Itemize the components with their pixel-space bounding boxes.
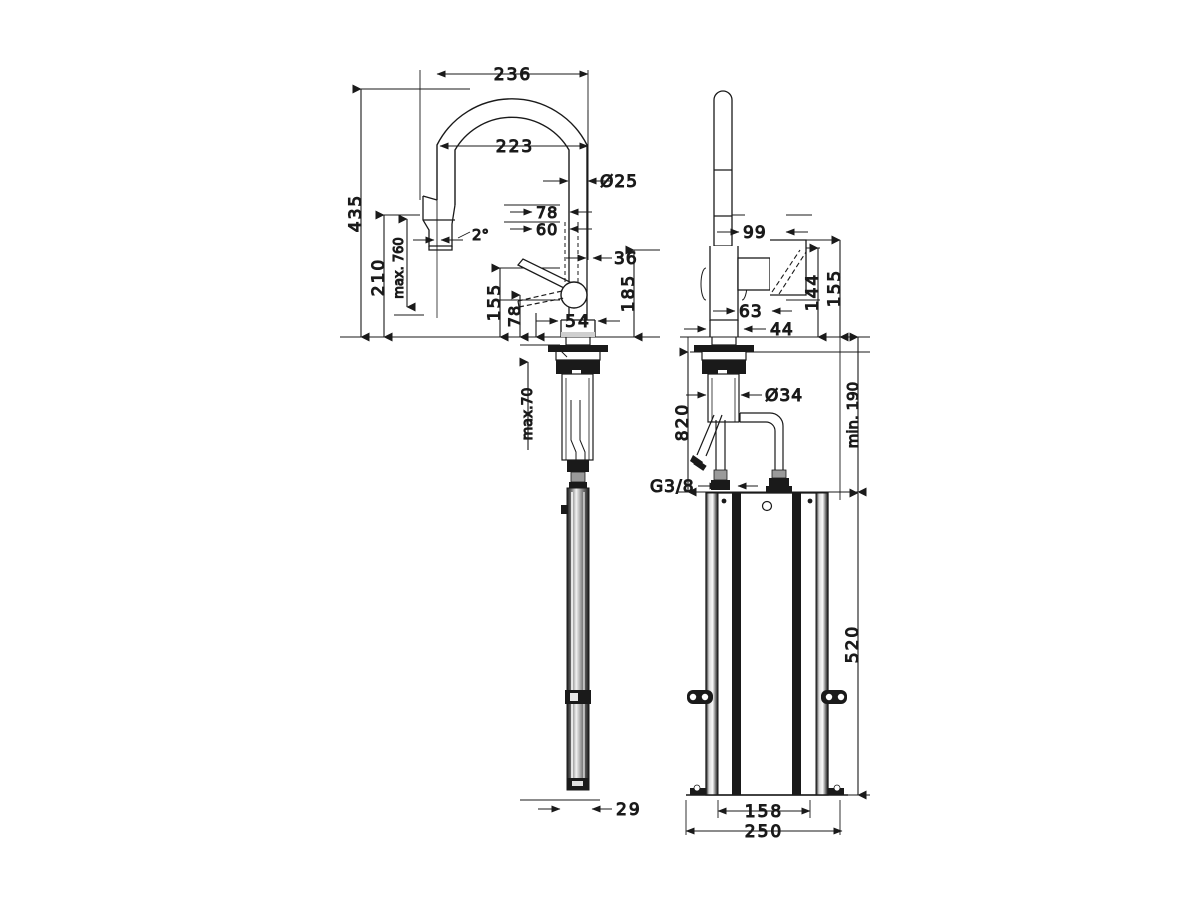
spout-column-side xyxy=(713,90,733,247)
dim-max-70: max.70 xyxy=(519,357,537,450)
dim-label-44: 44 xyxy=(770,320,794,340)
lever-swing-dashed xyxy=(771,249,801,293)
dim-label-2-degrees: 2° xyxy=(472,226,489,244)
dim-44: 44 xyxy=(684,319,794,341)
dim-diameter-34: Ø34 xyxy=(686,385,803,407)
enclosure-box xyxy=(686,492,848,796)
dim-label-155-left: 155 xyxy=(485,283,505,321)
dim-label-max-760: max. 760 xyxy=(392,237,407,298)
dim-label-144: 144 xyxy=(803,273,823,311)
dim-label-820: 820 xyxy=(673,403,693,441)
dim-78-lower: 78 xyxy=(504,290,529,342)
counter-flange-side xyxy=(694,337,754,423)
dim-label-99: 99 xyxy=(743,223,767,243)
dim-label-54: 54 xyxy=(565,312,591,332)
dim-label-g38: G3/8 xyxy=(650,477,695,497)
lever-pivot xyxy=(560,281,588,309)
hose-fittings xyxy=(711,469,792,493)
dim-label-29: 29 xyxy=(616,800,642,820)
dim-max-760: max. 760 xyxy=(391,214,424,316)
dim-label-diameter-25: Ø25 xyxy=(600,172,638,192)
dim-min-190: min. 190 xyxy=(843,332,867,497)
dim-54: 54 xyxy=(536,311,620,333)
right-view-side-elevation: 99 63 44 144 155 Ø34 xyxy=(649,90,870,843)
flexible-supply-hoses xyxy=(690,412,784,480)
spout-arc xyxy=(436,98,588,258)
dim-99: 99 xyxy=(717,222,808,244)
dim-label-155-right: 155 xyxy=(825,269,845,307)
dim-diameter-25: Ø25 xyxy=(543,171,638,193)
dim-2-degrees: 2° xyxy=(413,225,490,245)
lever-down-position xyxy=(517,290,563,302)
spray-head xyxy=(422,195,456,251)
enclosure-clamp-right xyxy=(821,690,847,704)
under-counter-shank xyxy=(548,337,608,488)
lever-side xyxy=(770,239,807,296)
dim-820: 820 xyxy=(672,347,697,497)
dim-label-520: 520 xyxy=(843,625,863,663)
dim-158: 158 xyxy=(717,801,811,823)
dim-155-right: 155 xyxy=(824,235,849,342)
dim-223: 223 xyxy=(439,136,589,158)
left-view-front-elevation: 236 223 435 210 max. 760 2° xyxy=(340,64,660,821)
dim-label-210: 210 xyxy=(369,258,389,296)
dim-63: 63 xyxy=(713,301,792,323)
dim-label-diameter-34: Ø34 xyxy=(765,386,803,406)
dim-label-158: 158 xyxy=(745,802,783,822)
dim-label-63: 63 xyxy=(739,302,763,322)
dim-60: 60 xyxy=(510,219,592,240)
dim-210: 210 xyxy=(368,210,393,342)
dim-250: 250 xyxy=(685,821,843,843)
dim-155-left: 155 xyxy=(484,263,509,342)
dim-label-78-upper: 78 xyxy=(536,203,558,222)
enclosure-base-feet xyxy=(686,784,848,796)
dim-520: 520 xyxy=(842,488,867,800)
dim-label-250: 250 xyxy=(745,822,783,842)
dim-label-78-lower: 78 xyxy=(505,305,524,327)
dim-label-435: 435 xyxy=(346,194,366,232)
dim-36: 36 xyxy=(566,248,637,270)
lever-hidden-edges xyxy=(564,222,579,283)
dim-label-236: 236 xyxy=(494,65,532,85)
lever-handle xyxy=(516,258,588,309)
dim-236: 236 xyxy=(436,64,589,86)
dim-435: 435 xyxy=(345,84,370,342)
dim-label-60: 60 xyxy=(536,220,558,239)
dim-185: 185 xyxy=(618,245,643,342)
enclosure-clamp-left xyxy=(687,690,713,704)
dim-g38: G3/8 xyxy=(649,476,758,498)
dim-144: 144 xyxy=(802,243,827,342)
dim-label-max-70: max.70 xyxy=(520,388,536,441)
dim-29: 29 xyxy=(538,799,642,821)
pull-out-hose-assembly xyxy=(561,487,591,791)
dim-label-min-190: min. 190 xyxy=(844,382,862,448)
dim-label-185: 185 xyxy=(619,274,639,312)
dim-78-upper: 78 xyxy=(510,202,592,223)
body-side xyxy=(700,246,771,337)
dim-label-223: 223 xyxy=(496,137,534,157)
